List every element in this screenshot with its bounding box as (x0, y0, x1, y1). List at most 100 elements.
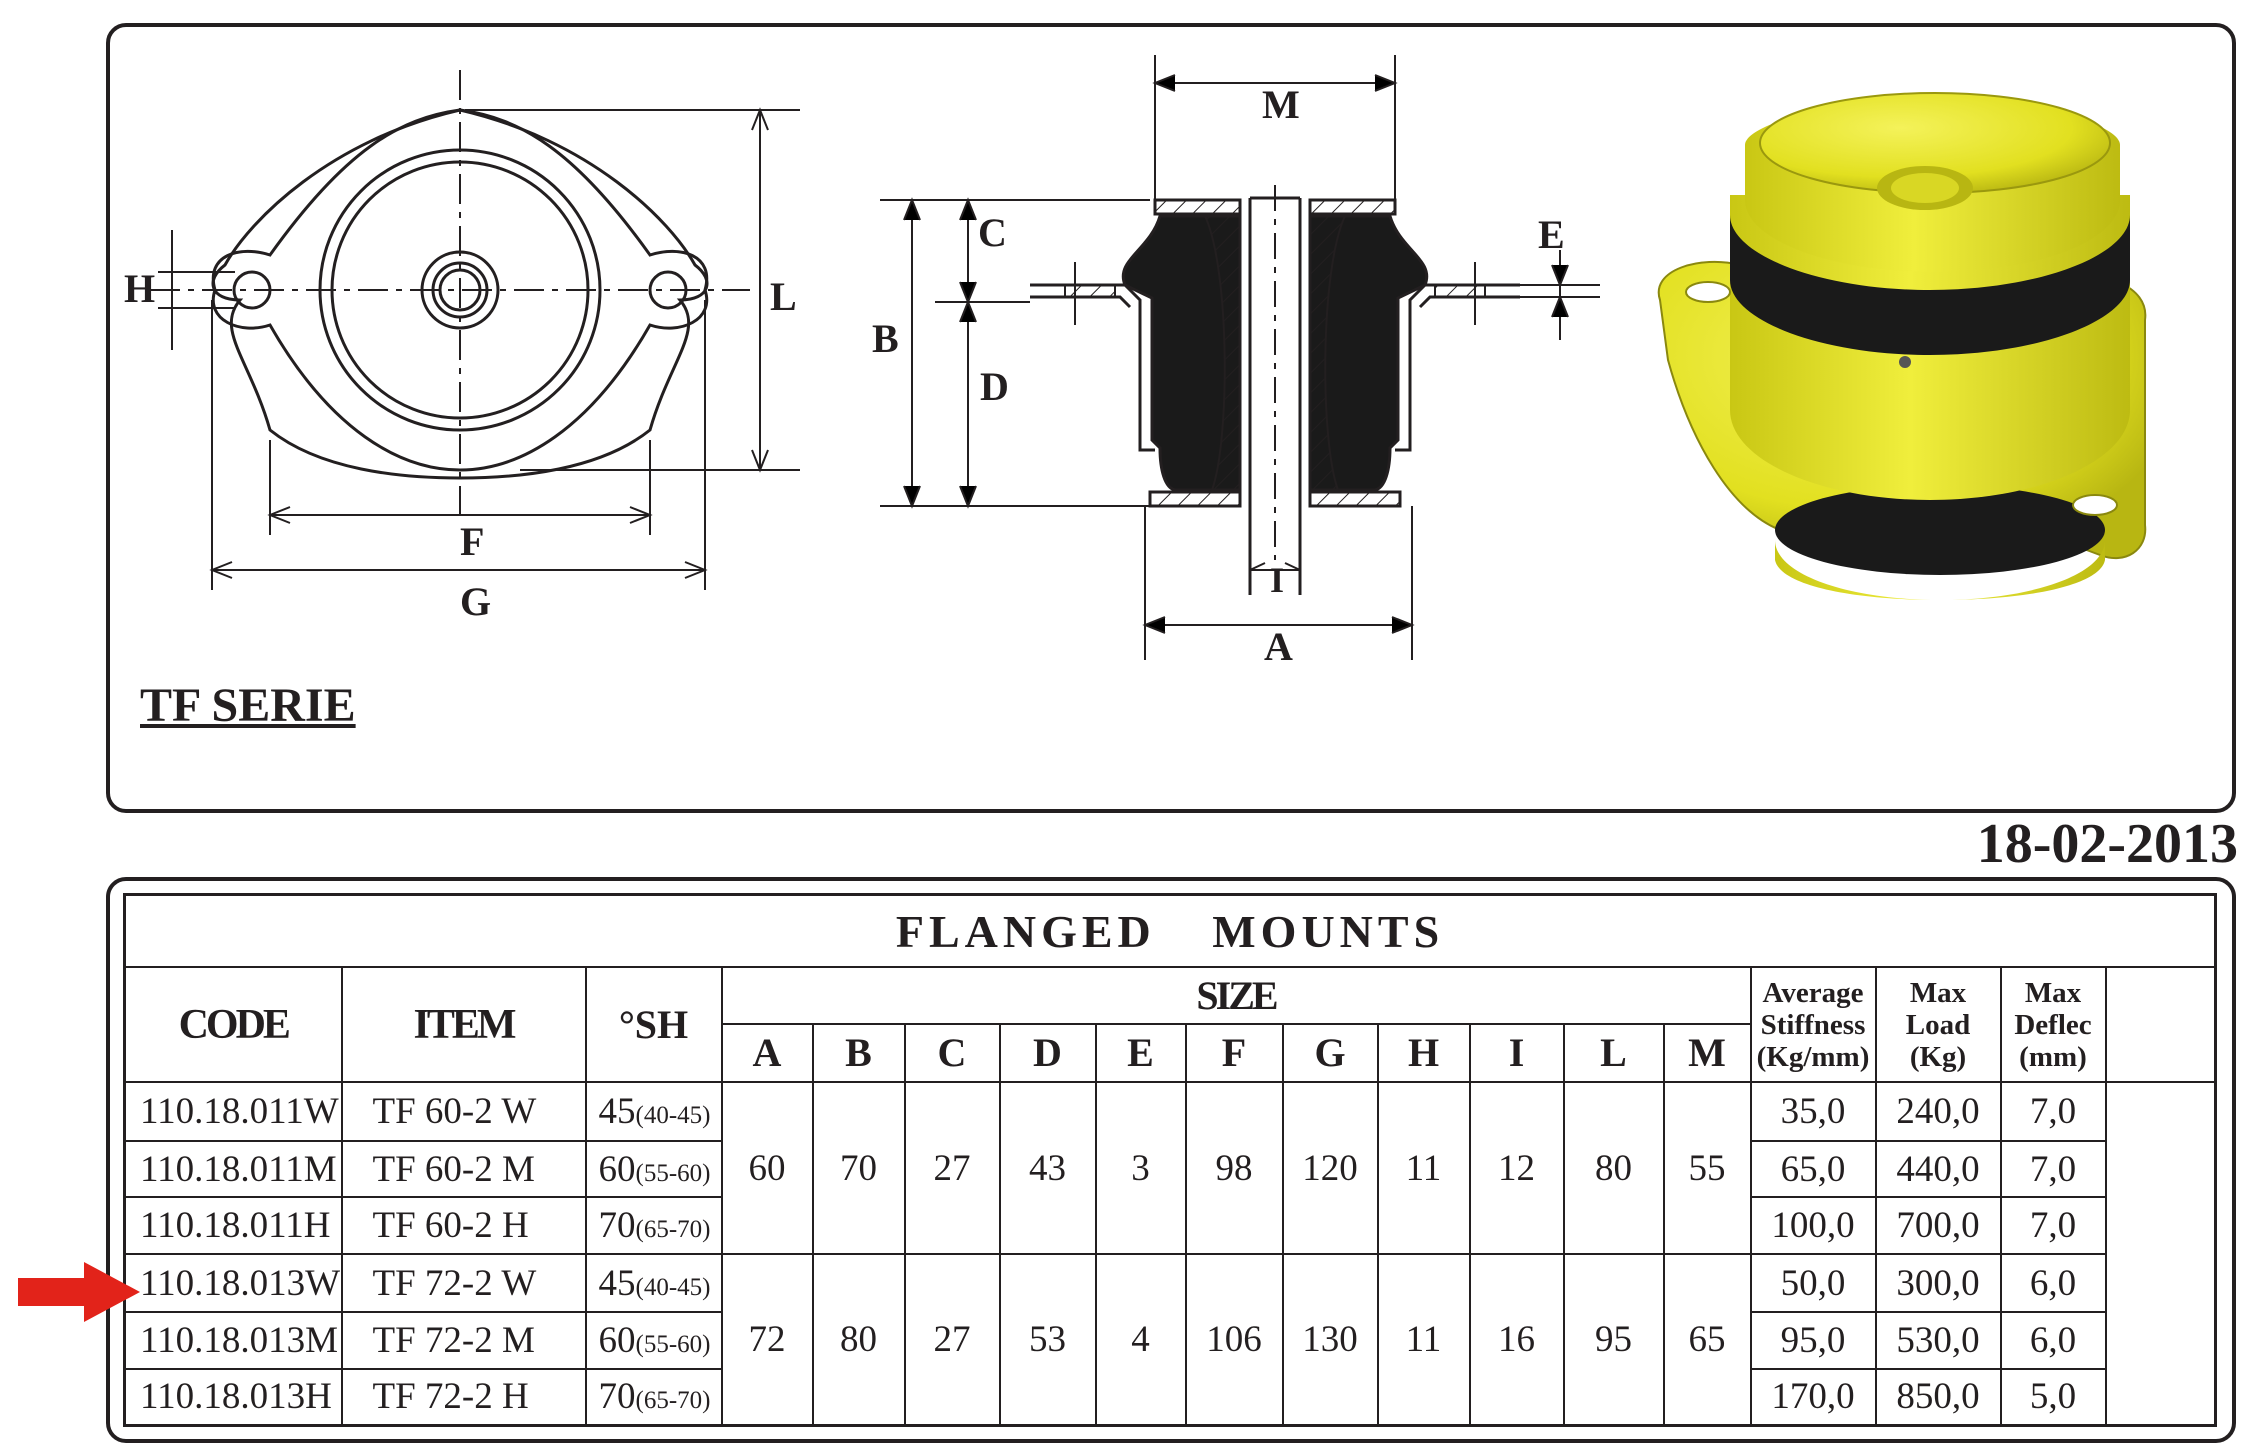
empty-cell (2104, 1081, 2217, 1427)
drawing-frame (106, 23, 2236, 813)
red-arrow-icon (18, 1262, 140, 1322)
header-item: ITEM (340, 966, 587, 1084)
item-cell: TF 72-2 H (340, 1367, 587, 1427)
table-row: 110.18.011W TF 60-2 W 45(40-45) 60 70 27… (123, 1081, 2217, 1427)
size-H-cell: 11 (1376, 1081, 1471, 1255)
table-row: 110.18.013H TF 72-2 H 70(65-70) 170,0 85… (123, 1367, 2216, 1427)
technical-drawings: H L F G (124, 55, 2147, 669)
sh-cell: 45(40-45) (584, 1081, 723, 1142)
size-M-cell: 65 (1662, 1252, 1752, 1427)
header-size-B: B (811, 1022, 906, 1084)
header-size-E: E (1094, 1022, 1187, 1084)
header-size-M: M (1662, 1022, 1752, 1084)
item-cell: TF 72-2 W (340, 1252, 587, 1314)
product-3d-render (1657, 92, 2147, 600)
size-L-cell: 95 (1562, 1252, 1665, 1427)
label-D: D (980, 364, 1009, 409)
code-cell: 110.18.013W (123, 1252, 343, 1314)
stiffness-cell: 100,0 (1749, 1196, 1877, 1255)
header-size-L: L (1562, 1022, 1665, 1084)
table-frame (106, 877, 2236, 1443)
header-size-A: A (720, 1022, 814, 1084)
header-size-F: F (1184, 1022, 1284, 1084)
load-cell: 300,0 (1874, 1252, 2002, 1314)
table-row: 110.18.013W TF 72-2 W 45(40-45) 72 80 27… (123, 1252, 2216, 1427)
item-cell: TF 60-2 W (340, 1081, 587, 1142)
stiffness-cell: 170,0 (1749, 1367, 1877, 1427)
size-C-cell: 27 (903, 1252, 1001, 1427)
deflec-cell: 7,0 (1999, 1081, 2107, 1142)
load-cell: 700,0 (1874, 1196, 2002, 1255)
item-cell: TF 60-2 H (340, 1196, 587, 1255)
size-G-cell: 130 (1281, 1252, 1379, 1427)
top-view-drawing (150, 70, 800, 590)
size-B-cell: 70 (811, 1081, 906, 1255)
label-M: M (1262, 82, 1300, 127)
label-B: B (872, 316, 899, 361)
stiffness-cell: 50,0 (1749, 1252, 1877, 1314)
sh-cell: 70(65-70) (584, 1367, 723, 1427)
size-F-cell: 98 (1184, 1081, 1284, 1255)
sh-cell: 60(55-60) (584, 1139, 723, 1199)
serie-title: TF SERIE (140, 679, 356, 732)
header-code: CODE (123, 966, 343, 1084)
label-I: I (1270, 560, 1284, 600)
deflec-cell: 6,0 (1999, 1311, 2107, 1370)
document-date: 18-02-2013 (1976, 813, 2238, 875)
header-size-G: G (1281, 1022, 1379, 1084)
size-I-cell: 16 (1468, 1252, 1565, 1427)
header-size-H: H (1376, 1022, 1471, 1084)
table-row: 110.18.011M TF 60-2 M 60(55-60) 65,0 440… (123, 1139, 2216, 1199)
size-A-cell: 72 (720, 1252, 814, 1427)
stiffness-cell: 95,0 (1749, 1311, 1877, 1370)
code-cell: 110.18.013M (123, 1311, 343, 1370)
table-row: 110.18.011H TF 60-2 H 70(65-70) 100,0 70… (123, 1196, 2216, 1255)
label-E: E (1538, 212, 1565, 257)
load-cell: 530,0 (1874, 1311, 2002, 1370)
header-size: SIZE (720, 966, 1752, 1025)
size-D-cell: 43 (998, 1081, 1097, 1255)
size-B-cell: 80 (811, 1252, 906, 1427)
header-sh: °SH (584, 966, 723, 1084)
item-cell: TF 72-2 M (340, 1311, 587, 1370)
label-G: G (460, 579, 491, 624)
size-E-cell: 4 (1094, 1252, 1187, 1427)
header-size-C: C (903, 1022, 1001, 1084)
table-title: FLANGED MOUNTS (123, 893, 2217, 969)
deflec-cell: 7,0 (1999, 1196, 2107, 1255)
sh-cell: 70(65-70) (584, 1196, 723, 1255)
item-cell: TF 60-2 M (340, 1139, 587, 1199)
size-G-cell: 120 (1281, 1081, 1379, 1255)
size-M-cell: 55 (1662, 1081, 1752, 1255)
label-F: F (460, 519, 484, 564)
deflec-cell: 6,0 (1999, 1252, 2107, 1314)
size-E-cell: 3 (1094, 1081, 1187, 1255)
deflec-cell: 5,0 (1999, 1367, 2107, 1427)
sh-cell: 45(40-45) (584, 1252, 723, 1314)
size-D-cell: 53 (998, 1252, 1097, 1427)
label-H: H (124, 266, 155, 311)
deflec-cell: 7,0 (1999, 1139, 2107, 1199)
size-C-cell: 27 (903, 1081, 1001, 1255)
section-view-drawing (880, 55, 1600, 660)
size-H-cell: 11 (1376, 1252, 1471, 1427)
stiffness-cell: 65,0 (1749, 1139, 1877, 1199)
size-A-cell: 60 (720, 1081, 814, 1255)
header-size-D: D (998, 1022, 1097, 1084)
load-cell: 440,0 (1874, 1139, 2002, 1199)
sh-cell: 60(55-60) (584, 1311, 723, 1370)
code-cell: 110.18.011W (123, 1081, 343, 1142)
code-cell: 110.18.013H (123, 1367, 343, 1427)
size-F-cell: 106 (1184, 1252, 1284, 1427)
size-I-cell: 12 (1468, 1081, 1565, 1255)
header-empty (2104, 966, 2217, 1084)
flanged-mounts-table: FLANGED MOUNTS CODE ITEM °SH SIZE Averag… (123, 893, 2217, 1427)
label-C: C (978, 210, 1007, 255)
table-row: 110.18.013M TF 72-2 M 60(55-60) 95,0 530… (123, 1311, 2216, 1370)
size-L-cell: 80 (1562, 1081, 1665, 1255)
code-cell: 110.18.011M (123, 1139, 343, 1199)
stiffness-cell: 35,0 (1749, 1081, 1877, 1142)
